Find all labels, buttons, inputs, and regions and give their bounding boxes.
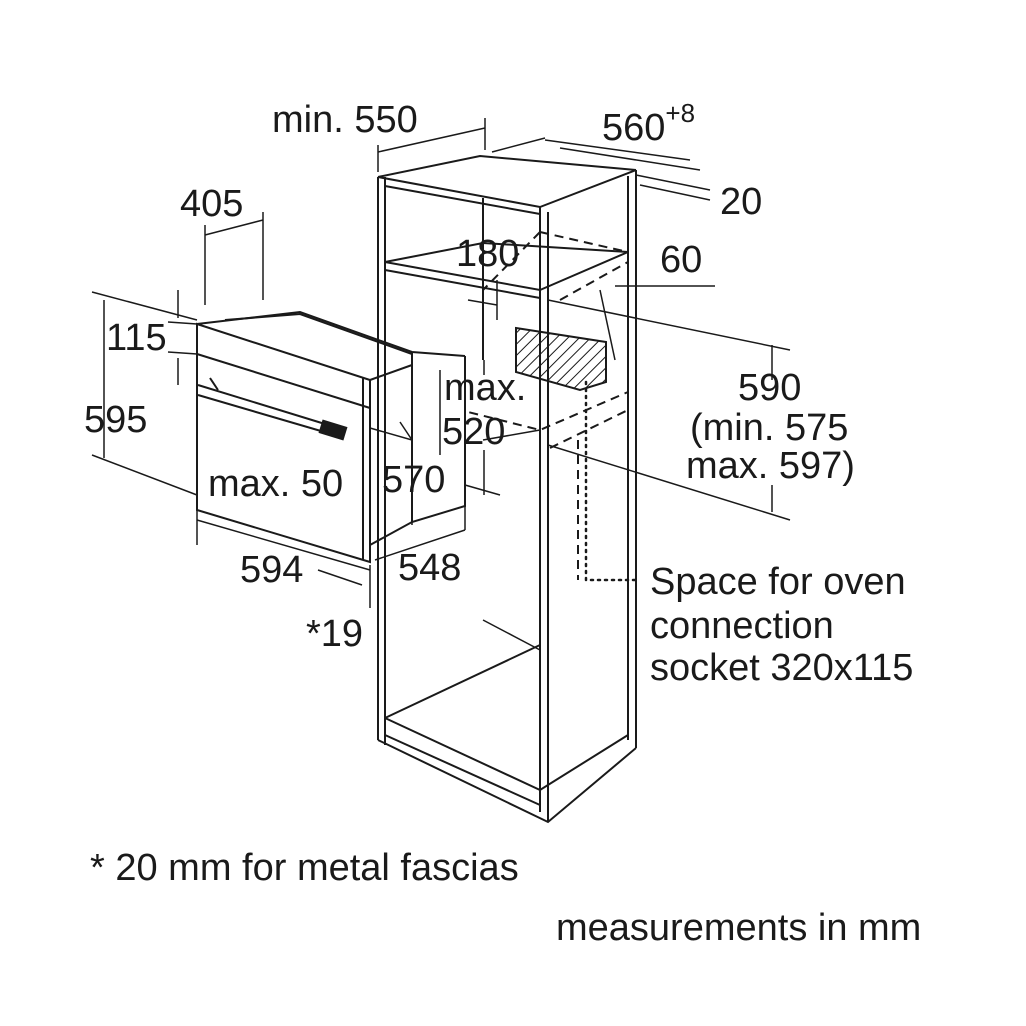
label-560-base: 560 [602,107,665,149]
label-560-superscript: +8 [665,98,695,128]
label-min-550: min. 550 [272,99,418,141]
units-note: measurements in mm [556,907,921,949]
footnote: * 20 mm for metal fascias [90,847,519,889]
label-570: 570 [382,459,445,501]
label-115: 115 [106,317,167,359]
socket-label-line-3: socket 320x115 [650,647,913,689]
dimension-lines [91,118,791,608]
label-548: 548 [398,547,461,589]
label-min-575: (min. 575 [690,407,848,449]
label-max-597: max. 597) [686,445,855,487]
label-594: 594 [240,549,303,591]
label-star-19: *19 [306,613,363,655]
label-595: 595 [84,399,147,441]
label-20: 20 [720,181,762,223]
socket-label-line-1: Space for oven [650,561,906,603]
label-180: 180 [456,233,519,275]
label-560: 560+8 [602,98,695,149]
label-520: 520 [442,411,505,453]
label-max: max. [444,367,526,409]
socket-label-line-2: connection [650,605,834,647]
label-60: 60 [660,239,702,281]
socket-space [515,326,642,582]
label-590: 590 [738,367,801,409]
oven-drawing [196,310,466,564]
label-405: 405 [180,183,243,225]
label-max-50: max. 50 [208,463,343,505]
